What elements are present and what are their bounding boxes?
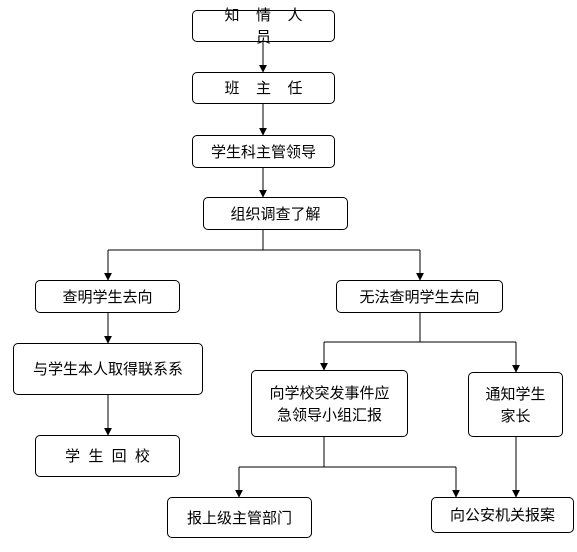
node-report-police: 向公安机关报案 <box>431 497 574 533</box>
node-investigate: 组织调查了解 <box>203 197 348 230</box>
node-contact-student: 与学生本人取得联系系 <box>13 343 203 395</box>
node-report-emergency-group: 向学校突发事件应 急领导小组汇报 <box>251 370 408 437</box>
node-student-affairs-leader: 学生科主管领导 <box>192 135 335 168</box>
node-informant: 知情人员 <box>192 6 335 46</box>
node-student-returns: 学生回校 <box>35 435 180 477</box>
node-report-superior-dept: 报上级主管部门 <box>167 497 312 538</box>
node-whereabouts-unknown: 无法查明学生去向 <box>336 280 503 313</box>
node-notify-parents: 通知学生 家长 <box>468 372 563 437</box>
node-whereabouts-found: 查明学生去向 <box>35 280 180 313</box>
node-head-teacher: 班主任 <box>192 72 335 104</box>
